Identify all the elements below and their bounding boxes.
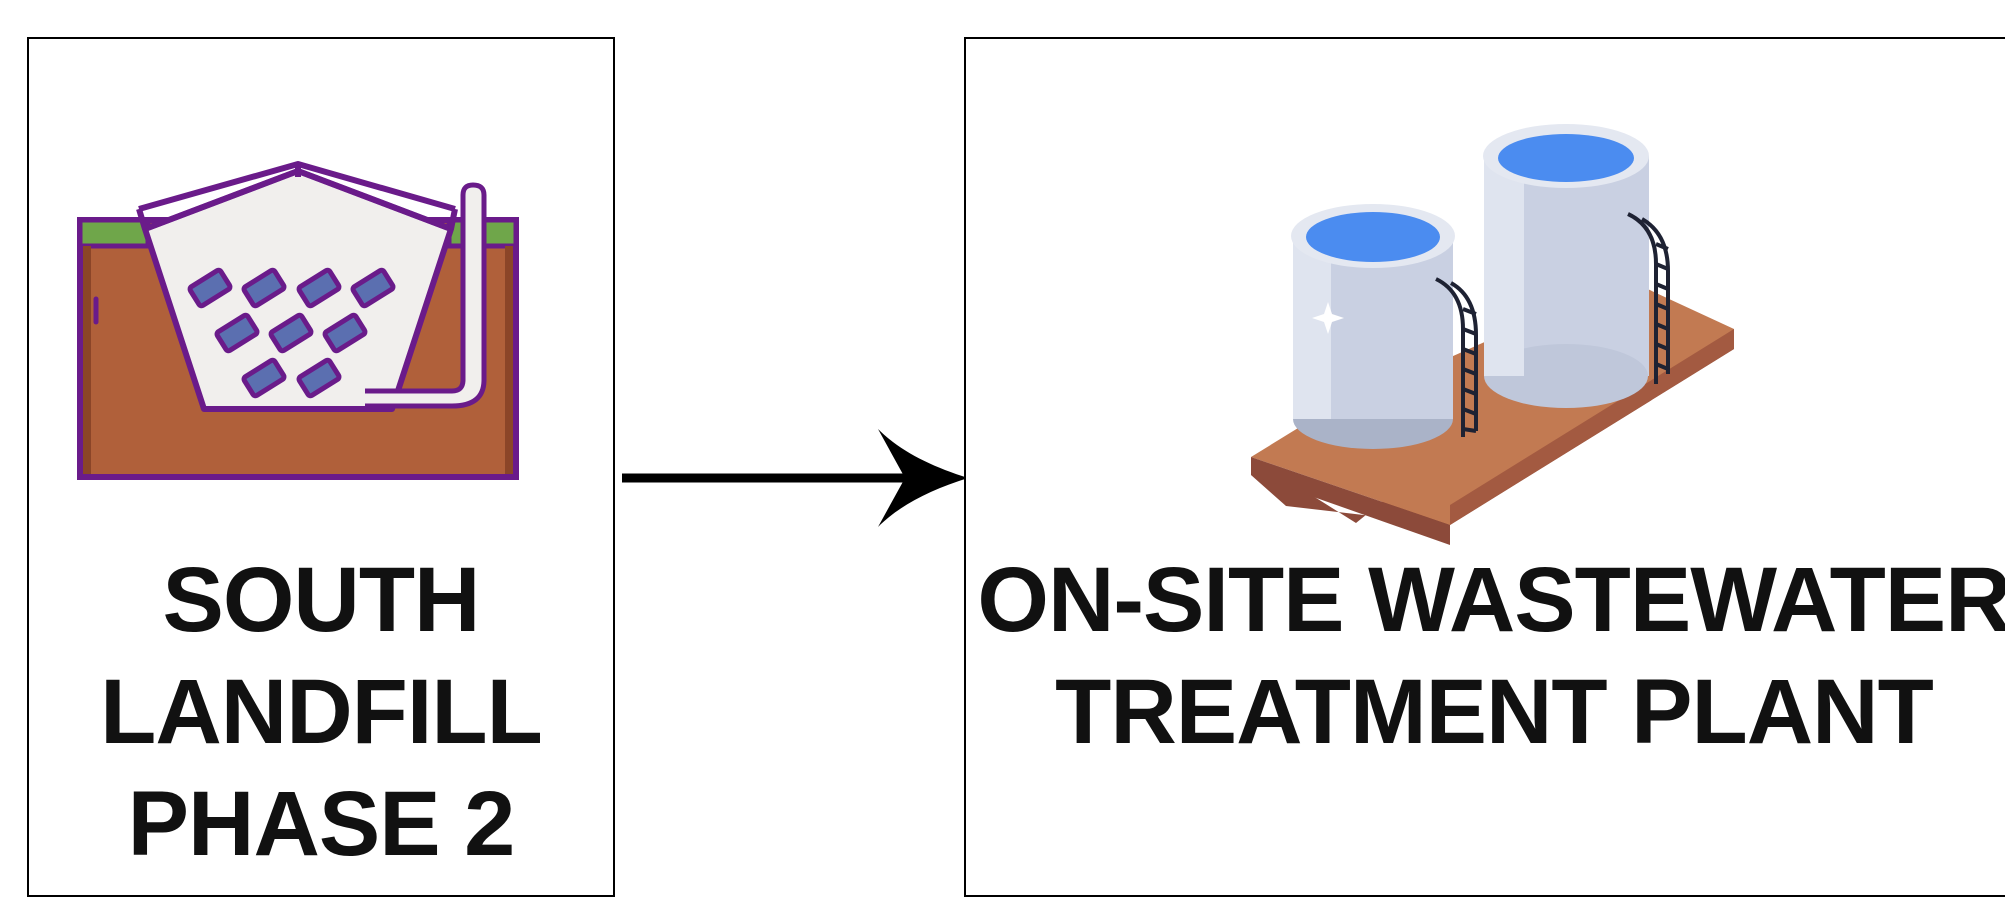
landfill-label: SOUTH LANDFILL PHASE 2 — [29, 544, 613, 880]
landfill-label-line-1: SOUTH — [162, 549, 481, 651]
wwtp-label: ON-SITE WASTEWATER TREATMENT PLANT — [966, 544, 2005, 768]
landfill-label-line-2: LANDFILL — [100, 661, 543, 763]
landfill-label-line-3: PHASE 2 — [127, 773, 516, 875]
wwtp-label-line-2: TREATMENT PLANT — [1055, 661, 1934, 763]
wastewater-tanks-icon — [1251, 124, 1734, 545]
landfill-node: SOUTH LANDFILL PHASE 2 — [27, 37, 615, 897]
flow-arrow-head — [878, 429, 968, 527]
landfill-icon — [77, 161, 519, 480]
wwtp-node: ON-SITE WASTEWATER TREATMENT PLANT — [964, 37, 2005, 897]
wwtp-label-line-1: ON-SITE WASTEWATER — [977, 549, 2005, 651]
